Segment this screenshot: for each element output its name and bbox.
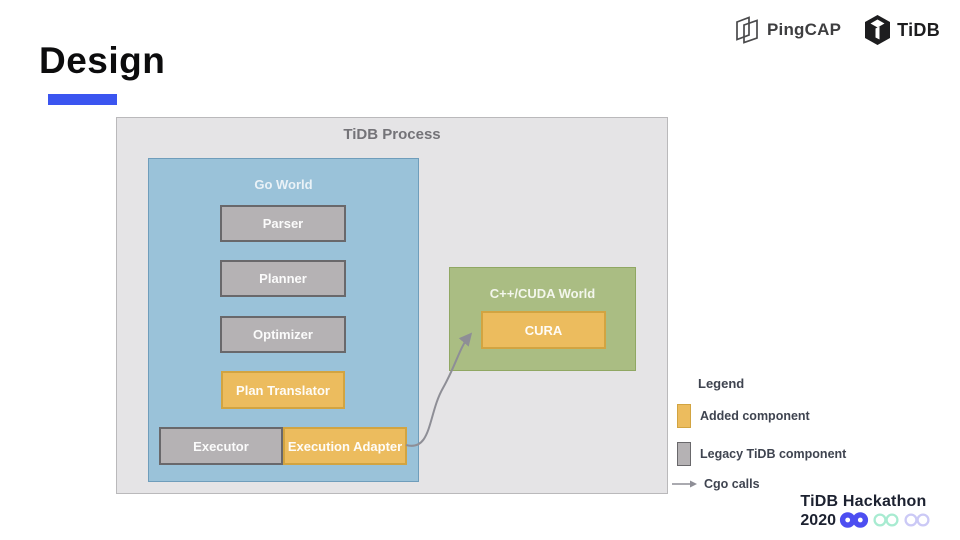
hackathon-year-row: 2020 (800, 511, 931, 530)
go-world-label: Go World (254, 177, 313, 192)
pingcap-logo-icon (736, 16, 758, 44)
pingcap-brand: PingCAP (734, 14, 841, 46)
brand-bar: PingCAP TiDB (734, 14, 940, 46)
cuda-world-label: C++/CUDA World (489, 286, 596, 301)
tidb-process-label: TiDB Process (343, 126, 441, 143)
component-plan-translator: Plan Translator (221, 371, 345, 409)
hackathon-title: TiDB Hackathon (800, 493, 927, 511)
hackathon-logo: TiDB Hackathon 2020 (800, 493, 931, 530)
cgo-arrow-icon (672, 480, 697, 488)
tidb-logo-icon (865, 15, 891, 45)
added-component-swatch (677, 404, 691, 428)
infinity-icon-lavender (904, 513, 930, 527)
tidb-label: TiDB (897, 19, 940, 40)
pingcap-label: PingCAP (767, 20, 842, 39)
infinity-icon-mint (873, 513, 899, 527)
legend-item-legacy: Legacy TiDB component (677, 442, 846, 466)
tidb-process-box: TiDB Process Go World Parser Planner Opt… (116, 117, 668, 494)
legend-item-cgo-calls: Cgo calls (672, 477, 760, 491)
legacy-component-swatch (677, 442, 691, 466)
component-optimizer: Optimizer (220, 316, 346, 353)
legend-title: Legend (698, 376, 745, 391)
component-parser: Parser (220, 205, 346, 242)
legend-item-label: Legacy TiDB component (700, 447, 847, 461)
legend-item-label: Cgo calls (704, 477, 760, 491)
infinity-icon-blue (839, 512, 869, 529)
cuda-world-box: C++/CUDA World CURA (449, 267, 636, 371)
go-world-box: Go World Parser Planner Optimizer Plan T… (148, 158, 419, 482)
legend-item-added: Added component (677, 404, 810, 428)
component-cura: CURA (481, 311, 606, 349)
component-execution-adapter: Execution Adapter (283, 427, 407, 465)
component-planner: Planner (220, 260, 346, 297)
tidb-brand: TiDB (863, 14, 940, 46)
component-executor: Executor (159, 427, 283, 465)
title-underline (48, 94, 117, 105)
legend-item-label: Added component (700, 409, 810, 423)
hackathon-year: 2020 (800, 511, 836, 529)
page-title: Design (39, 40, 166, 81)
